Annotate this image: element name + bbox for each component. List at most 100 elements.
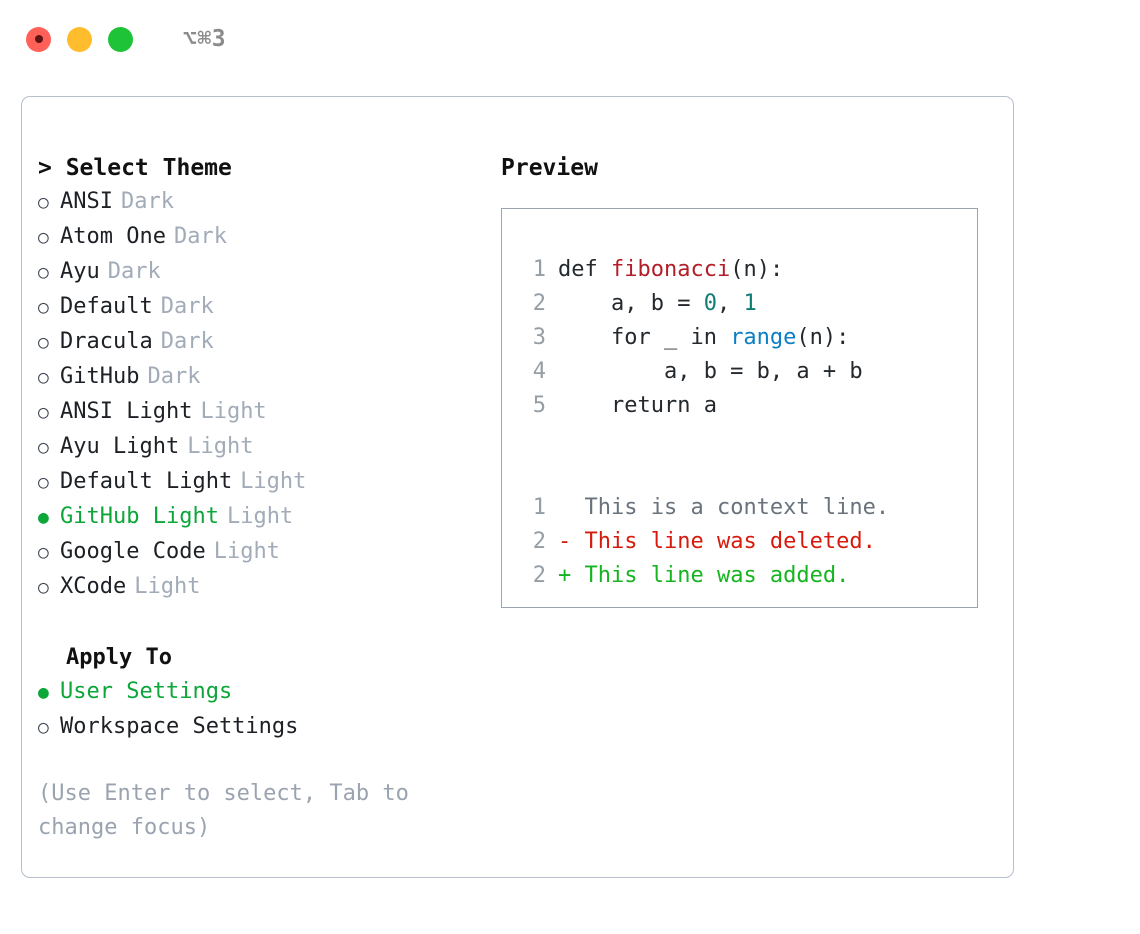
theme-tag: Light (200, 399, 267, 424)
preview-heading: Preview (501, 155, 598, 181)
theme-name: ANSI (60, 189, 113, 214)
close-icon (34, 35, 43, 43)
zoom-button[interactable] (108, 26, 133, 52)
theme-tag: Dark (120, 189, 174, 214)
section-spacer (38, 605, 478, 641)
code-content: return a (558, 393, 717, 418)
diff-text: This line was deleted. (584, 529, 876, 554)
radio-icon: ○ (38, 437, 49, 458)
diff-row-context: 1 This is a context line. (516, 491, 977, 525)
apply-to-label: User Settings (60, 679, 233, 704)
radio-icon: ○ (38, 192, 49, 213)
theme-option-google-code[interactable]: ○ Google Code Light (38, 535, 478, 570)
line-number: 2 (532, 291, 546, 316)
preview-pane: Preview 1 def fibonacci(n): 2 a, b = 0, … (501, 151, 1001, 608)
theme-name: Atom One (60, 224, 166, 249)
radio-icon: ○ (38, 717, 49, 738)
theme-option-github-dark[interactable]: ○ GitHub Dark (38, 360, 478, 395)
theme-name: GitHub Light (60, 504, 219, 529)
code-row: 5 return a (516, 389, 977, 423)
main-card: > Select Theme ○ ANSI Dark ○ Atom One Da… (21, 96, 1014, 878)
theme-name: Dracula (60, 329, 153, 354)
minimize-button[interactable] (67, 26, 92, 52)
theme-option-dracula-dark[interactable]: ○ Dracula Dark (38, 325, 478, 360)
line-number: 2 (532, 529, 546, 554)
diff-text: This line was added. (584, 563, 850, 588)
theme-name: Ayu Light (60, 434, 180, 459)
radio-icon: ○ (38, 227, 49, 248)
diff-row-added: 2 + This line was added. (516, 559, 977, 593)
close-button[interactable] (26, 26, 51, 52)
radio-icon: ○ (38, 577, 49, 598)
radio-icon: ○ (38, 297, 49, 318)
theme-tag: Light (226, 504, 294, 529)
code-row: 4 a, b = b, a + b (516, 355, 977, 389)
radio-icon: ○ (38, 367, 49, 388)
code-content: def fibonacci(n): (558, 257, 784, 282)
line-number: 3 (532, 325, 546, 350)
diff-marker (558, 491, 585, 525)
code-content: a, b = 0, 1 (558, 291, 757, 316)
theme-tag: Light (240, 469, 307, 494)
radio-icon: ○ (38, 332, 49, 353)
radio-selected-icon: ● (38, 682, 49, 703)
diff-text: This is a context line. (584, 495, 890, 520)
theme-option-atom-one-dark[interactable]: ○ Atom One Dark (38, 220, 478, 255)
theme-tag: Light (134, 574, 201, 599)
theme-option-ansi-dark[interactable]: ○ ANSI Dark (38, 185, 478, 220)
traffic-lights (26, 26, 133, 52)
theme-tag: Dark (173, 224, 227, 249)
radio-icon: ○ (38, 472, 49, 493)
hint-spacer (38, 745, 478, 777)
radio-icon: ○ (38, 542, 49, 563)
code-content: for _ in range(n): (558, 325, 850, 350)
diff-marker: + (558, 563, 585, 588)
window-titlebar: ⌥⌘3 (0, 0, 1140, 78)
code-content: a, b = b, a + b (558, 359, 863, 384)
theme-name: GitHub (60, 364, 140, 389)
theme-option-github-light[interactable]: ● GitHub Light Light (38, 500, 478, 535)
diff-row-deleted: 2 - This line was deleted. (516, 525, 977, 559)
theme-tag: Light (187, 434, 254, 459)
keyboard-hint-text: (Use Enter to select, Tab to change focu… (38, 781, 423, 840)
radio-selected-icon: ● (38, 507, 49, 528)
theme-tag: Light (213, 539, 280, 564)
theme-name: ANSI Light (60, 399, 193, 424)
theme-option-ansi-light[interactable]: ○ ANSI Light Light (38, 395, 478, 430)
theme-option-ayu-dark[interactable]: ○ Ayu Dark (38, 255, 478, 290)
theme-option-xcode[interactable]: ○ XCode Light (38, 570, 478, 605)
radio-icon: ○ (38, 262, 49, 283)
theme-tag: Dark (147, 364, 201, 389)
line-number: 1 (532, 495, 546, 520)
theme-option-ayu-light[interactable]: ○ Ayu Light Light (38, 430, 478, 465)
theme-option-default-light[interactable]: ○ Default Light Light (38, 465, 478, 500)
theme-name: Default Light (60, 469, 233, 494)
apply-to-label: Workspace Settings (60, 714, 299, 739)
theme-tag: Dark (160, 329, 214, 354)
code-gap (516, 423, 977, 457)
apply-to-option-workspace-settings[interactable]: ○ Workspace Settings (38, 710, 478, 745)
theme-tag: Dark (107, 259, 161, 284)
theme-tag: Dark (160, 294, 214, 319)
radio-icon: ○ (38, 402, 49, 423)
theme-name: XCode (60, 574, 127, 599)
code-preview-panel: 1 def fibonacci(n): 2 a, b = 0, 1 3 for … (501, 208, 978, 608)
select-theme-heading: > Select Theme (38, 155, 232, 181)
theme-name: Ayu (60, 259, 100, 284)
theme-option-default-dark[interactable]: ○ Default Dark (38, 290, 478, 325)
code-row: 1 def fibonacci(n): (516, 253, 977, 287)
code-gap (516, 457, 977, 491)
theme-name: Google Code (60, 539, 206, 564)
apply-to-heading: Apply To (66, 645, 172, 670)
theme-list: ○ ANSI Dark ○ Atom One Dark ○ Ayu Dark ○… (38, 185, 478, 605)
code-row: 2 a, b = 0, 1 (516, 287, 977, 321)
line-number: 2 (532, 563, 546, 588)
code-row: 3 for _ in range(n): (516, 321, 977, 355)
diff-marker: - (558, 529, 585, 554)
theme-selection-pane: > Select Theme ○ ANSI Dark ○ Atom One Da… (38, 151, 478, 845)
apply-to-option-user-settings[interactable]: ● User Settings (38, 675, 478, 710)
line-number: 5 (532, 393, 546, 418)
theme-name: Default (60, 294, 153, 319)
line-number: 1 (532, 257, 546, 282)
